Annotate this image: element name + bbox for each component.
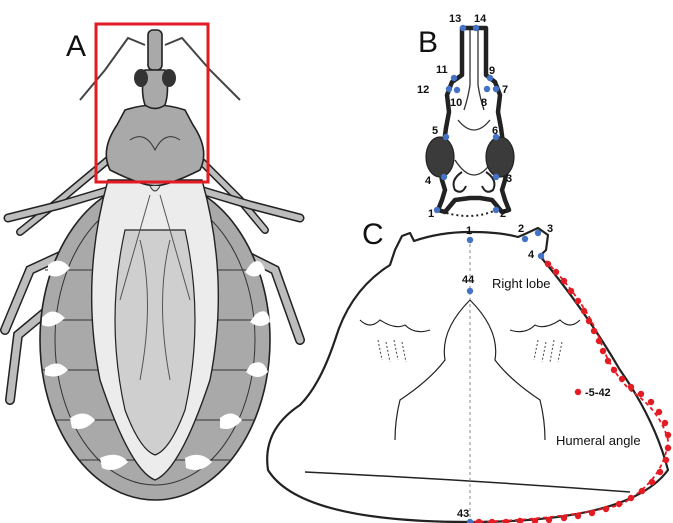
- pronotum-outline: [267, 228, 668, 522]
- head-landmark-label-5: 5: [432, 125, 438, 137]
- head-landmark-label-14: 14: [474, 13, 487, 25]
- head-landmark-2: [493, 207, 499, 213]
- panel-a-insect: A: [5, 24, 300, 500]
- right-lobe-label: Right lobe: [492, 276, 551, 291]
- pronotum-landmark-label-4: 4: [528, 249, 535, 261]
- head-landmark-label-3: 3: [506, 173, 512, 185]
- head-landmark-label-1: 1: [428, 208, 434, 220]
- semilandmark-legend-dot: [575, 389, 581, 395]
- panel-c-letter: C: [362, 218, 384, 251]
- pronotum-landmark-label-44: 44: [462, 274, 475, 286]
- pronotum-landmark-label-5-42: -5-42: [585, 387, 611, 399]
- panel-c-pronotum: 1 2 3 4 44 -5-42 43 Right lobe Humeral a…: [267, 218, 671, 523]
- head-outline: [438, 28, 509, 212]
- head-landmark-label-13: 13: [449, 13, 461, 25]
- pronotum-landmark-1: [467, 237, 473, 243]
- head-landmark-13: [460, 25, 466, 31]
- pronotum-landmark-label-43: 43: [457, 508, 469, 520]
- head-landmark-12: [446, 86, 452, 92]
- head-landmark-3: [493, 174, 499, 180]
- pronotum-landmark-label-3: 3: [547, 223, 553, 235]
- head-landmark-label-2: 2: [500, 208, 506, 220]
- pronotum-landmark-4: [538, 253, 544, 259]
- panel-b-head: 1 2 3 4 5 6 7 8 9 10 11 12 13 14 B: [417, 13, 514, 220]
- head-landmark-1: [434, 207, 440, 213]
- head-landmark-label-7: 7: [502, 84, 508, 96]
- pronotum-landmark-label-1: 1: [466, 225, 472, 237]
- head-landmark-4: [441, 174, 447, 180]
- pronotum-landmark-44: [467, 288, 473, 294]
- head-landmark-label-4: 4: [425, 175, 432, 187]
- head-landmark-label-12: 12: [417, 84, 429, 96]
- left-eye: [426, 137, 454, 177]
- head-landmark-10: [454, 87, 460, 93]
- panel-b-letter: B: [418, 26, 438, 59]
- insect-pronotum: [106, 105, 203, 191]
- head-landmark-14: [473, 25, 479, 31]
- head-landmark-11: [451, 75, 457, 81]
- panel-a-letter: A: [66, 30, 86, 63]
- head-landmark-label-9: 9: [489, 65, 495, 77]
- head-landmark-5: [443, 134, 449, 140]
- head-landmark-label-6: 6: [492, 125, 498, 137]
- pronotum-landmark-label-2: 2: [518, 223, 524, 235]
- head-landmark-8: [484, 86, 490, 92]
- right-eye: [486, 137, 514, 177]
- head-landmark-7: [493, 86, 499, 92]
- humeral-angle-label: Humeral angle: [556, 433, 641, 448]
- head-landmark-label-11: 11: [436, 64, 448, 76]
- head-landmark-label-8: 8: [481, 97, 487, 109]
- pronotum-landmark-3: [535, 230, 541, 236]
- pronotum-landmark-2: [522, 236, 528, 242]
- insect-head: [134, 30, 176, 109]
- head-landmark-label-10: 10: [450, 97, 462, 109]
